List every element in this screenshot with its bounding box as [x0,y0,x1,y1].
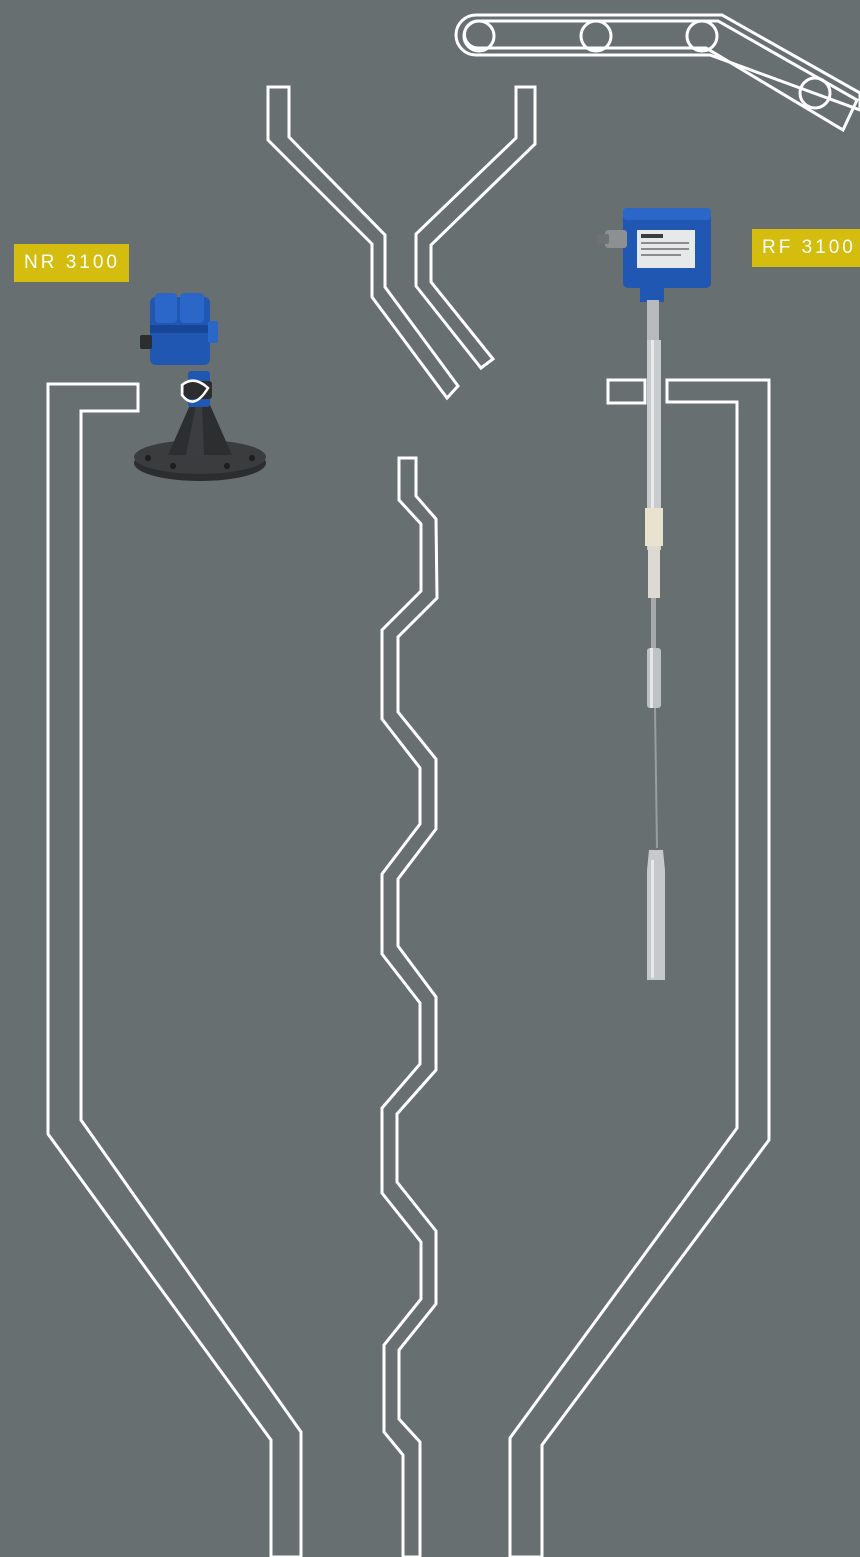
conveyor-roller [462,19,496,53]
sensor-label-nr: NR 3100 [14,244,129,282]
chute-left-wall [266,85,460,401]
silo-roof-nozzle [606,378,647,405]
conveyor-roller [798,76,832,110]
silo-left-wall [46,382,303,1557]
radar-level-sensor-icon [134,293,266,481]
conveyor-belt-outer [454,13,860,112]
rf-capacitance-probe-icon [597,208,711,980]
sensor-label-rf: RF 3100 [752,229,860,267]
chute-right-wall [414,85,537,371]
conveyor-roller [579,19,613,53]
silo-right-wall [508,378,771,1557]
material-profile [380,456,439,1557]
conveyor-roller [685,19,719,53]
conveyor-belt-icon [454,13,860,133]
conveyor-belt-inner [463,19,859,133]
